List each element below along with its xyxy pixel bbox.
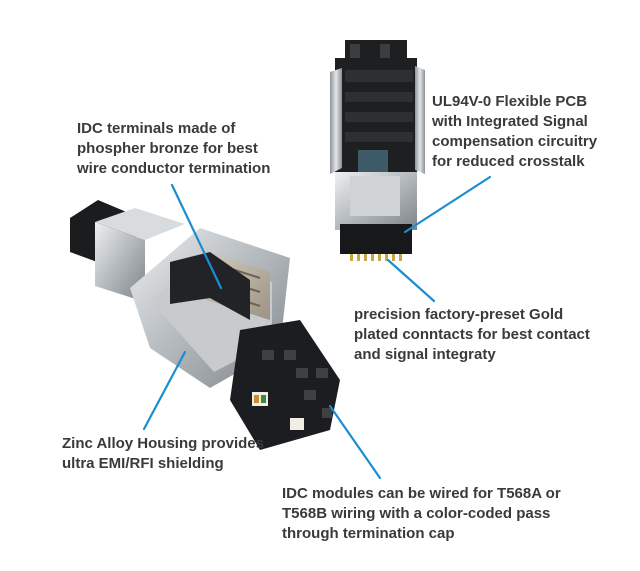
leader-line-idc-terminals (170, 183, 223, 290)
callout-line: phospher bronze for best (77, 140, 258, 157)
callout-line: ultra EMI/RFI shielding (62, 455, 224, 472)
callout-line: through termination cap (282, 525, 455, 542)
callout-modules: IDC modules can be wired for T568A or T5… (282, 484, 561, 544)
callout-idc-terminals: IDC terminals made of phospher bronze fo… (77, 119, 270, 179)
leader-line-pcb (403, 175, 492, 234)
connector-side-view (70, 200, 340, 450)
callout-line: UL94V-0 Flexible PCB (432, 93, 588, 110)
leader-line-modules (328, 404, 382, 480)
leader-line-housing (142, 350, 187, 431)
callout-line: and signal integraty (354, 346, 496, 363)
leader-line-contacts (386, 258, 436, 303)
callout-line: T568B wiring with a color-coded pass (282, 505, 551, 522)
callout-line: wire conductor termination (77, 160, 271, 177)
callout-contacts: precision factory-preset Gold plated con… (354, 305, 590, 365)
connector-front-view (330, 40, 425, 261)
callout-line: compensation circuitry (432, 133, 598, 150)
callout-line: precision factory-preset Gold (354, 306, 564, 323)
callout-pcb: UL94V-0 Flexible PCB with Integrated Sig… (432, 92, 597, 172)
callout-line: Zinc Alloy Housing provides (62, 435, 264, 452)
callout-line: IDC terminals made of (77, 120, 236, 137)
callout-line: for reduced crosstalk (432, 153, 585, 170)
callout-line: IDC modules can be wired for T568A or (282, 485, 561, 502)
callout-housing: Zinc Alloy Housing provides ultra EMI/RF… (62, 434, 264, 474)
callout-line: with Integrated Signal (432, 113, 588, 130)
callout-line: plated conntacts for best contact (354, 326, 590, 343)
